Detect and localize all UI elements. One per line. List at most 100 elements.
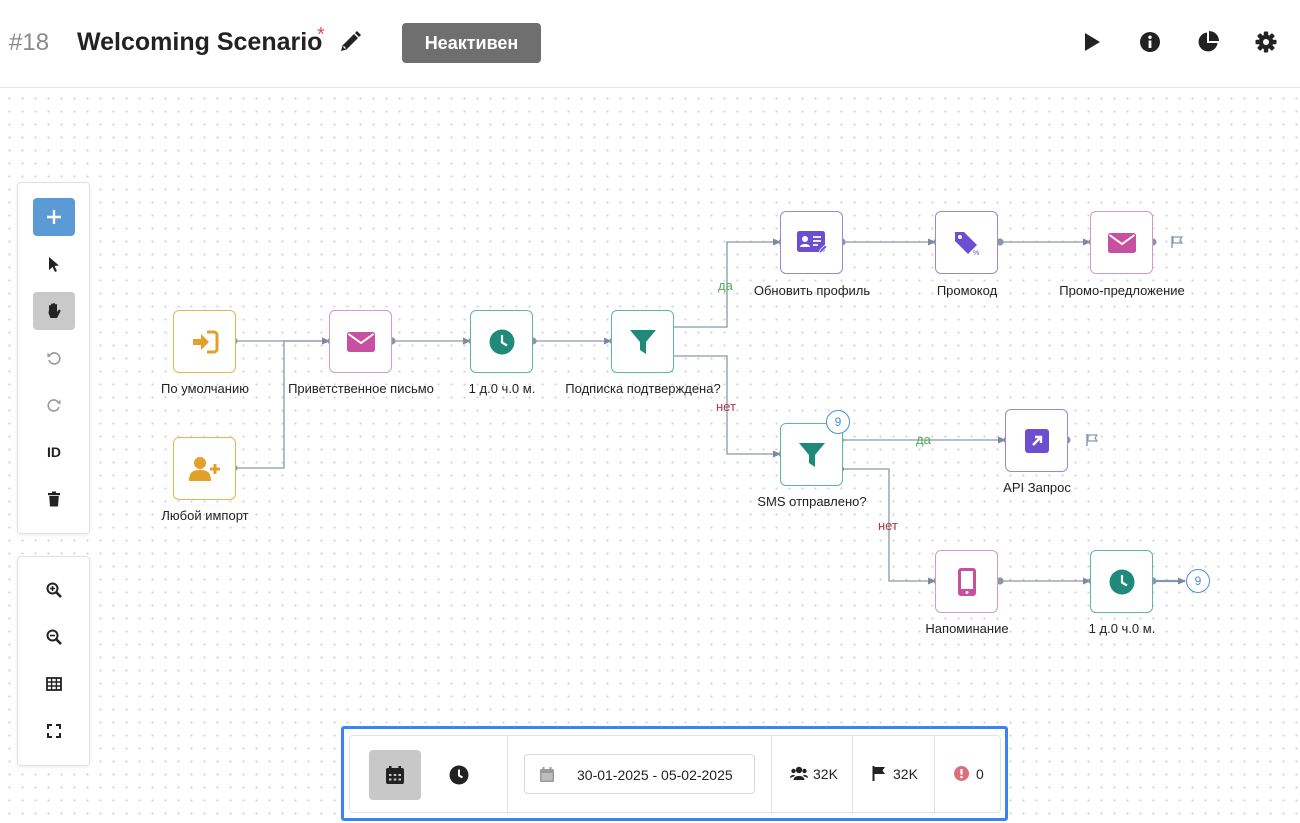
- divider: [771, 736, 772, 814]
- edge-sms-no: [840, 468, 936, 585]
- edge-label-yes: да: [916, 432, 931, 447]
- node-default-entry[interactable]: [173, 310, 236, 373]
- trash-icon: [48, 491, 60, 507]
- run-icon[interactable]: [1081, 31, 1103, 53]
- calendar-icon: [540, 767, 554, 782]
- realtime-mode-button[interactable]: [433, 750, 485, 800]
- date-range-value: 30-01-2025 - 05-02-2025: [577, 767, 733, 783]
- errors-count: 0: [976, 766, 984, 782]
- plus-icon: [47, 210, 61, 224]
- calendar-icon: [386, 766, 404, 784]
- mobile-phone-icon: [957, 567, 976, 596]
- date-range-input[interactable]: 30-01-2025 - 05-02-2025: [524, 754, 755, 794]
- divider: [507, 736, 508, 814]
- settings-gear-icon[interactable]: [1255, 31, 1277, 53]
- fullscreen-icon: [47, 724, 61, 738]
- node-counter-badge[interactable]: 9: [826, 410, 850, 434]
- node-label: Промокод: [936, 283, 998, 298]
- node-label: Приветственное письмо: [288, 381, 434, 396]
- goal-flag-icon: [872, 766, 885, 781]
- node-subscription-check[interactable]: [611, 310, 674, 373]
- node-promo-code[interactable]: %: [935, 211, 998, 274]
- zoom-panel: [17, 556, 90, 766]
- envelope-icon: [1107, 232, 1136, 253]
- edge-check-no: [670, 355, 781, 458]
- grid-icon: [46, 677, 62, 691]
- edge-label-yes: да: [718, 278, 733, 293]
- scenario-title[interactable]: Welcoming Scenario: [77, 28, 323, 56]
- status-badge[interactable]: Неактивен: [402, 23, 541, 63]
- goal-flag-icon: [1086, 434, 1099, 446]
- envelope-icon: [346, 331, 375, 352]
- fit-screen-button[interactable]: [33, 712, 75, 750]
- node-any-import[interactable]: [173, 437, 236, 500]
- clock-icon: [1109, 569, 1134, 594]
- external-link-icon: [1024, 428, 1049, 453]
- redo-button[interactable]: [33, 386, 75, 424]
- delete-button[interactable]: [33, 480, 75, 518]
- node-reminder[interactable]: [935, 550, 998, 613]
- info-icon[interactable]: [1139, 31, 1161, 53]
- unsaved-marker: *: [317, 24, 325, 46]
- node-label: Подписка подтверждена?: [565, 381, 721, 396]
- hand-icon: [48, 303, 61, 318]
- select-tool-button[interactable]: [33, 245, 75, 283]
- clock-icon: [449, 765, 469, 785]
- node-label: Промо-предложение: [1059, 283, 1185, 298]
- filter-funnel-icon: [629, 329, 656, 354]
- zoom-in-icon: [46, 582, 62, 598]
- node-sms-check[interactable]: [780, 423, 843, 486]
- tag-icon: %: [954, 231, 979, 256]
- divider: [934, 736, 935, 814]
- scenario-id: #18: [9, 29, 50, 56]
- goal-flag-icon: [1171, 236, 1184, 248]
- node-promo-offer[interactable]: [1090, 211, 1153, 274]
- statistics-pie-icon[interactable]: [1197, 31, 1219, 53]
- edit-title-icon[interactable]: [338, 30, 362, 54]
- show-ids-button[interactable]: ID: [33, 433, 75, 471]
- date-range-mode-button[interactable]: [369, 750, 421, 800]
- node-label: 1 д.0 ч.0 м.: [1088, 621, 1156, 636]
- node-label: По умолчанию: [161, 381, 249, 396]
- edge-import-to-welcome: [234, 337, 330, 469]
- add-user-icon: [188, 456, 220, 481]
- tools-panel: ID: [17, 182, 90, 534]
- edge-label-no: нет: [878, 518, 898, 533]
- node-update-profile[interactable]: [780, 211, 843, 274]
- add-block-button[interactable]: [33, 198, 75, 236]
- cursor-arrow-icon: [49, 257, 59, 272]
- statistics-bar: 30-01-2025 - 05-02-2025 32K 32K 0: [341, 726, 1008, 821]
- id-toggle-label: ID: [47, 444, 61, 460]
- filter-funnel-icon: [798, 442, 825, 467]
- redo-icon: [47, 399, 61, 412]
- node-delay-2[interactable]: [1090, 550, 1153, 613]
- edge-label-no: нет: [716, 399, 736, 414]
- pan-tool-button[interactable]: [33, 292, 75, 330]
- node-welcome-email[interactable]: [329, 310, 392, 373]
- grid-toggle-button[interactable]: [33, 665, 75, 703]
- clock-icon: [489, 329, 514, 354]
- scenario-header: #18 Welcoming Scenario * Неактивен: [0, 0, 1300, 88]
- undo-button[interactable]: [33, 339, 75, 377]
- node-label: Любой импорт: [161, 508, 249, 523]
- zoom-out-button[interactable]: [33, 618, 75, 656]
- svg-text:%: %: [973, 250, 979, 256]
- divider: [852, 736, 853, 814]
- node-label: Обновить профиль: [753, 283, 871, 298]
- undo-icon: [47, 352, 61, 365]
- zoom-out-icon: [46, 629, 62, 645]
- node-label: SMS отправлено?: [757, 494, 867, 509]
- error-alert-icon: [954, 766, 969, 781]
- node-label: 1 д.0 ч.0 м.: [468, 381, 536, 396]
- zoom-in-button[interactable]: [33, 571, 75, 609]
- contacts-users-icon: [790, 766, 808, 780]
- node-label: API Запрос: [1003, 480, 1071, 495]
- node-api-request[interactable]: [1005, 409, 1068, 472]
- sign-in-icon: [192, 330, 218, 353]
- edge-check-yes: [670, 238, 781, 328]
- contacts-count: 32K: [813, 766, 838, 782]
- node-label: Напоминание: [925, 621, 1009, 636]
- node-delay-1[interactable]: [470, 310, 533, 373]
- node-counter-badge[interactable]: 9: [1186, 569, 1210, 593]
